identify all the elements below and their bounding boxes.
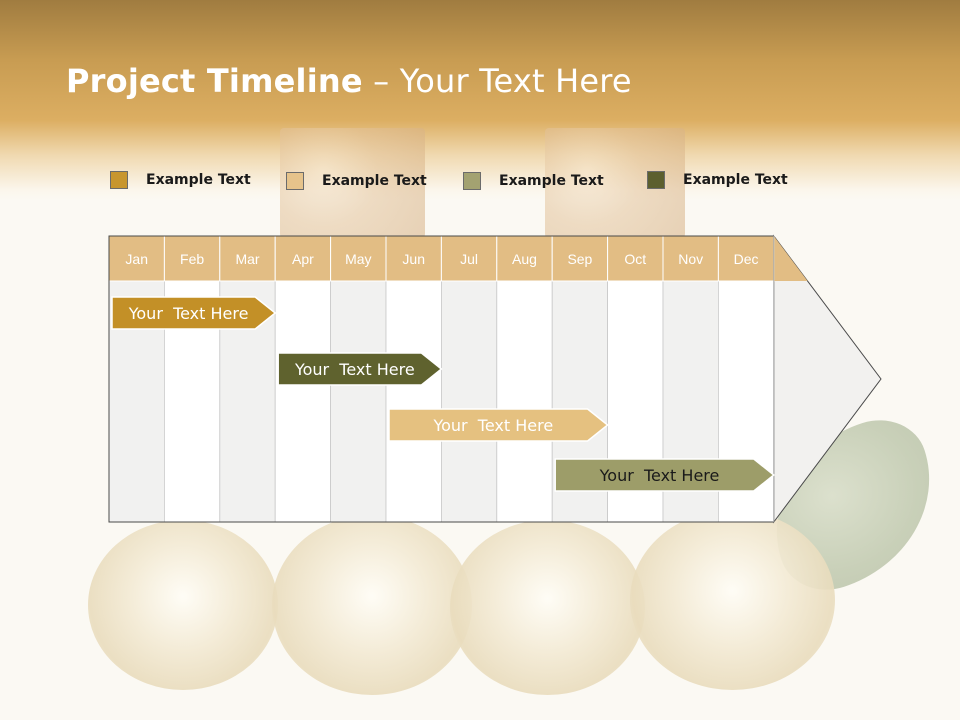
task-bar-label: Your Text Here [128,304,249,323]
legend-swatch [647,171,665,189]
legend-swatch [110,171,128,189]
title-bold: Project Timeline [66,62,363,100]
month-label: Aug [512,251,537,267]
slide-title: Project Timeline – Your Text Here [66,62,632,100]
timeline-arrow-header [773,236,808,281]
month-column [274,280,332,523]
month-label: Feb [180,251,204,267]
header-band [0,0,960,200]
legend-label: Example Text [499,173,604,189]
month-label: Nov [678,251,703,267]
month-label: May [345,251,371,267]
legend-swatch [463,172,481,190]
legend-item-4: Example Text [647,171,788,189]
legend-label: Example Text [322,173,427,189]
timeline-outline [108,235,774,523]
month-label: Oct [624,251,646,267]
legend-item-3: Example Text [463,172,604,190]
task-bar-label: Your Text Here [294,360,415,379]
month-label: Jan [125,251,148,267]
task-bar [111,296,277,330]
month-column [385,280,442,523]
rose-image-4 [630,510,835,690]
month-header-cell [607,235,664,282]
month-header-cell [219,235,276,282]
month-label: Sep [567,251,592,267]
title-rest: – Your Text Here [362,62,632,100]
month-label: Jun [402,251,425,267]
month-header-cell [163,235,221,282]
legend-label: Example Text [146,172,251,188]
month-column [330,280,387,523]
month-label: Apr [292,251,314,267]
task-bar-label: Your Text Here [432,416,553,435]
legend-item-1: Example Text [110,171,251,189]
month-column [496,280,553,523]
month-label: Mar [235,251,259,267]
month-header-cell [440,235,498,282]
month-header-cell [385,235,442,282]
month-header-cell [717,235,775,282]
legend-item-2: Example Text [286,172,427,190]
rose-image-2 [272,515,472,695]
month-label: Jul [460,251,478,267]
rose-image-1 [88,520,278,690]
month-column [440,280,498,523]
rose-image-3 [450,520,645,695]
task-bar [388,408,609,442]
task-bar-label: Your Text Here [599,466,720,485]
task-bar [554,458,776,492]
legend-swatch [286,172,304,190]
month-header-cell [662,235,719,282]
legend-label: Example Text [683,172,788,188]
task-bar [277,352,443,386]
month-header-cell [330,235,387,282]
candle-pillar-left [280,128,425,238]
month-label: Dec [734,251,759,267]
month-header-cell [274,235,332,282]
